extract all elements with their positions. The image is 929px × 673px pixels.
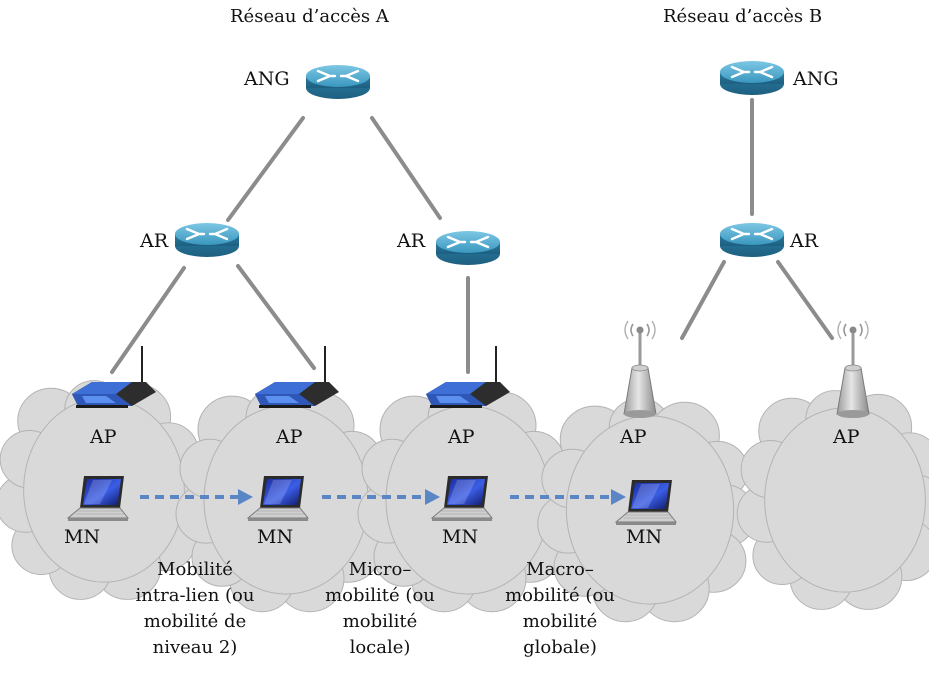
arrow-head xyxy=(425,489,440,505)
ap-label: AP xyxy=(833,426,860,448)
ap-label: AP xyxy=(90,426,117,448)
caption-line: mobilité (ou xyxy=(325,585,435,606)
caption-line: niveau 2) xyxy=(152,637,238,658)
network-links xyxy=(110,98,834,374)
network-a-title: Réseau d’accès A xyxy=(230,6,389,27)
wireless-router-icon xyxy=(254,345,340,409)
router-icon xyxy=(718,59,786,97)
network-b-title: Réseau d’accès B xyxy=(663,6,823,27)
router-icon xyxy=(434,229,502,267)
caption-line: Macro– xyxy=(526,559,594,580)
link-arb-tower2 xyxy=(776,260,834,340)
caption-line: globale) xyxy=(523,637,597,658)
ap-label: AP xyxy=(276,426,303,448)
link-ang-ar2 xyxy=(370,116,442,220)
caption-line: mobilité de xyxy=(143,611,247,632)
mn-label: MN xyxy=(442,526,479,548)
caption-macro-mobility: Macro– mobilité (ou mobilité globale) xyxy=(490,557,630,661)
caption-line: mobilité xyxy=(342,611,418,632)
ap-label: AP xyxy=(448,426,475,448)
caption-line: intra-lien (ou xyxy=(135,585,255,606)
link-ar1-ap1 xyxy=(110,266,186,374)
ang-label: ANG xyxy=(244,68,290,90)
router-icon xyxy=(718,221,786,259)
ar-label: AR xyxy=(397,230,426,252)
mn-label: MN xyxy=(626,526,663,548)
antenna-tower-icon xyxy=(622,319,658,420)
ar-label: AR xyxy=(790,230,819,252)
ang-label: ANG xyxy=(793,68,839,90)
arrow-head xyxy=(238,489,253,505)
caption-line: mobilité (ou xyxy=(505,585,615,606)
mn-label: MN xyxy=(257,526,294,548)
caption-line: mobilité xyxy=(522,611,598,632)
caption-line: locale) xyxy=(349,637,411,658)
caption-micro-mobility: Micro– mobilité (ou mobilité locale) xyxy=(310,557,450,661)
arrow-heads xyxy=(238,489,626,505)
ar-label: AR xyxy=(140,230,169,252)
antenna-tower-icon xyxy=(835,319,871,420)
caption-line: Mobilité xyxy=(157,559,233,580)
cloud-5 xyxy=(736,390,929,610)
router-icon xyxy=(173,221,241,259)
link-arb-tower1 xyxy=(680,260,726,340)
link-ang-ar1 xyxy=(226,116,305,222)
caption-intra-link-mobility: Mobilité intra-lien (ou mobilité de nive… xyxy=(120,557,270,661)
ap-label: AP xyxy=(620,426,647,448)
mn-label: MN xyxy=(64,526,101,548)
link-ar1-ap2 xyxy=(236,264,316,370)
caption-line: Micro– xyxy=(348,559,412,580)
router-icon xyxy=(304,63,372,101)
arrow-head xyxy=(611,489,626,505)
wireless-router-icon xyxy=(71,345,157,409)
